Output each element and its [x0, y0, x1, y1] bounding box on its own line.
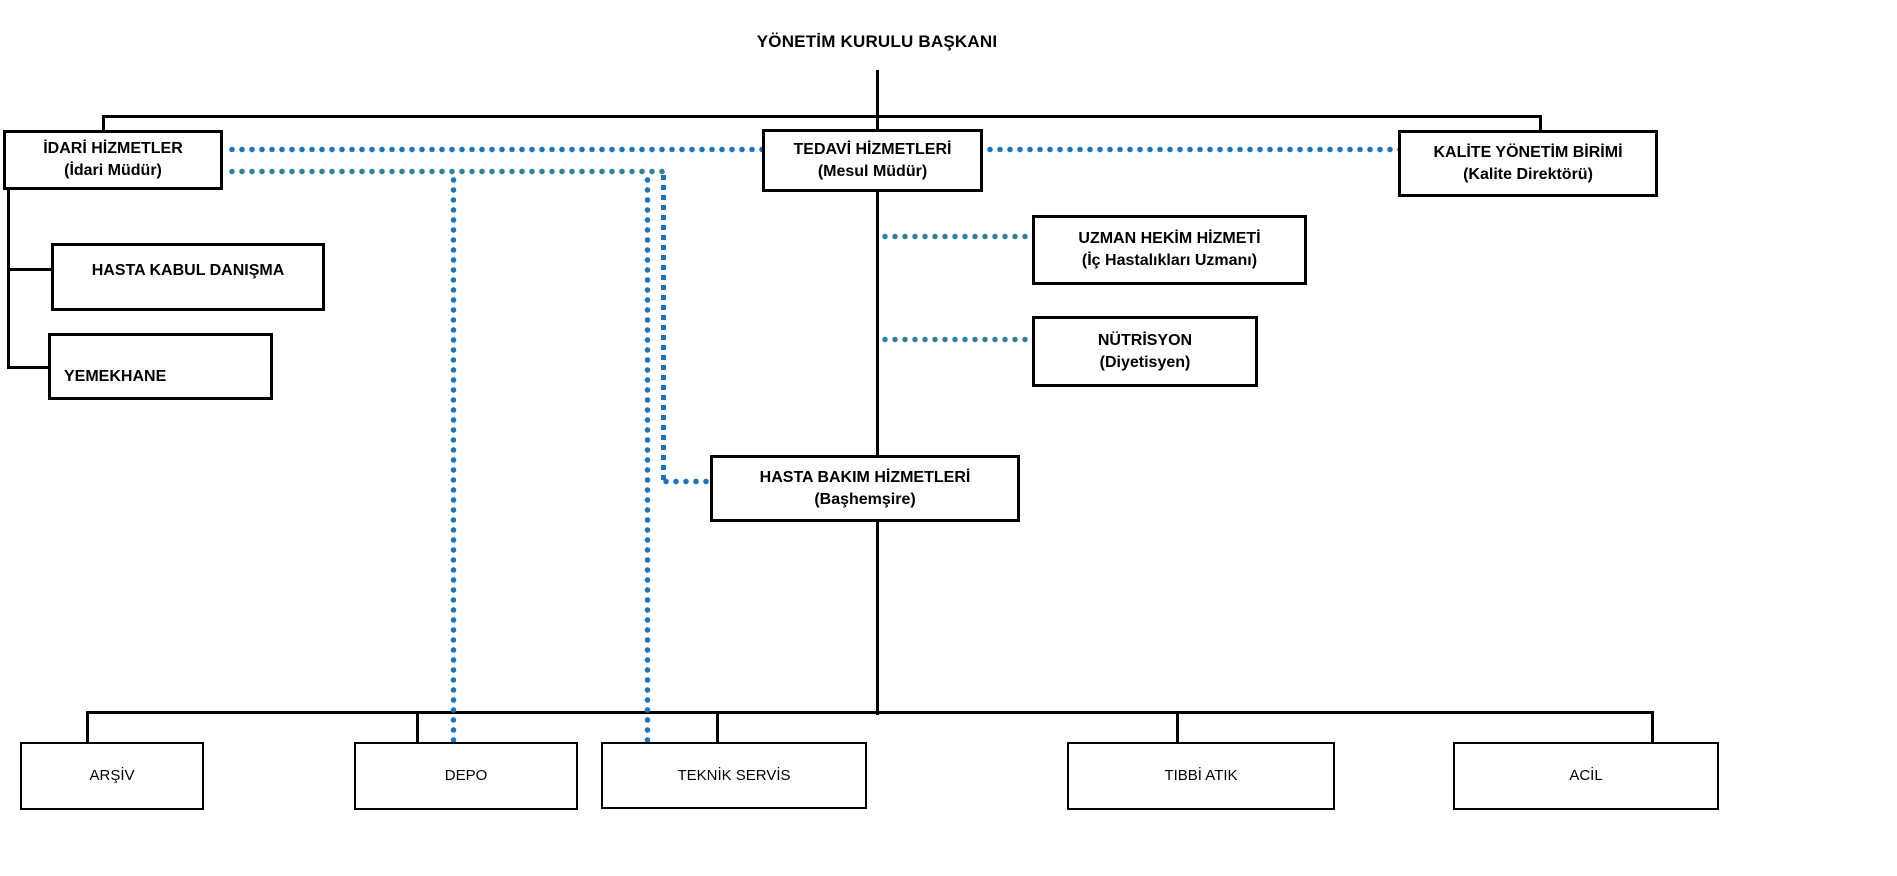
node-tibbi-atik: TIBBİ ATIK	[1067, 742, 1335, 810]
connector-yemekhane	[7, 366, 51, 369]
node-uzman-hekim-hizmeti: UZMAN HEKİM HİZMETİ (İç Hastalıkları Uzm…	[1032, 215, 1307, 285]
node-label: HASTA BAKIM HİZMETLERİ	[759, 468, 971, 486]
connector-drop-arsiv	[86, 711, 89, 743]
node-sublabel: (Mesul Müdür)	[817, 162, 928, 180]
node-hasta-bakim-hizmetleri: HASTA BAKIM HİZMETLERİ (Başhemşire)	[710, 455, 1020, 522]
node-tedavi-hizmetleri: TEDAVİ HİZMETLERİ (Mesul Müdür)	[762, 129, 983, 192]
dotted-into-hasta-bakim	[661, 478, 711, 485]
dotted-tedavi-to-kalite	[985, 146, 1398, 153]
node-label: TIBBİ ATIK	[1164, 767, 1238, 784]
node-label: ACİL	[1569, 767, 1603, 784]
dotted-down-to-hasta-bakim	[661, 175, 666, 485]
connector-drop-kalite	[1539, 115, 1542, 132]
connector-drop-idari	[102, 115, 105, 132]
connector-bottom-horizontal	[86, 711, 1654, 714]
connector-idari-branch	[7, 188, 10, 369]
node-label: TEKNİK SERVİS	[677, 766, 791, 784]
node-label: HASTA KABUL DANIŞMA	[91, 262, 285, 279]
connector-drop-depo	[416, 711, 419, 743]
node-kalite-yonetim-birimi: KALİTE YÖNETİM BİRİMİ (Kalite Direktörü)	[1398, 130, 1658, 197]
node-idari-hizmetler: İDARİ HİZMETLER (İdari Müdür)	[3, 130, 223, 190]
node-label: İDARİ HİZMETLER	[43, 140, 183, 157]
node-sublabel: (Kalite Direktörü)	[1463, 165, 1593, 183]
connector-drop-tibbi-atik	[1176, 711, 1179, 743]
node-depo: DEPO	[354, 742, 578, 810]
node-arsiv: ARŞİV	[20, 742, 204, 810]
node-label: NÜTRİSYON	[1097, 331, 1193, 349]
connector-drop-acil	[1651, 711, 1654, 743]
node-label: UZMAN HEKİM HİZMETİ	[1078, 230, 1261, 247]
connector-root-trunk	[876, 70, 879, 715]
node-label: YEMEKHANE	[64, 368, 167, 385]
connector-top-horizontal	[102, 115, 1542, 118]
dotted-idari-to-tedavi	[227, 146, 762, 153]
node-sublabel: (İç Hastalıkları Uzmanı)	[1081, 252, 1258, 269]
node-hasta-kabul-danisma: HASTA KABUL DANIŞMA	[51, 243, 325, 311]
dotted-trunk-to-uzman-hekim	[880, 233, 1032, 240]
node-label: TEDAVİ HİZMETLERİ	[793, 140, 952, 158]
connector-drop-teknik-servis	[716, 711, 719, 743]
dotted-trunk-to-nutrisyon	[880, 336, 1032, 343]
chart-title: YÖNETİM KURULU BAŞKANI	[756, 32, 998, 51]
node-label: ARŞİV	[89, 767, 135, 784]
node-sublabel: (Başhemşire)	[814, 490, 916, 508]
node-label: KALİTE YÖNETİM BİRİMİ	[1433, 143, 1623, 161]
node-sublabel: (İdari Müdür)	[64, 162, 162, 179]
dotted-idari-lower	[227, 168, 668, 175]
node-nutrisyon: NÜTRİSYON (Diyetisyen)	[1032, 316, 1258, 387]
dotted-down-to-depo	[450, 175, 457, 742]
dotted-down-to-teknik-servis	[644, 175, 651, 742]
connector-hasta-kabul	[7, 268, 53, 271]
node-yemekhane: YEMEKHANE	[48, 333, 273, 400]
node-sublabel: (Diyetisyen)	[1099, 353, 1191, 371]
node-teknik-servis: TEKNİK SERVİS	[601, 742, 867, 809]
node-label: DEPO	[444, 767, 488, 784]
node-acil: ACİL	[1453, 742, 1719, 810]
